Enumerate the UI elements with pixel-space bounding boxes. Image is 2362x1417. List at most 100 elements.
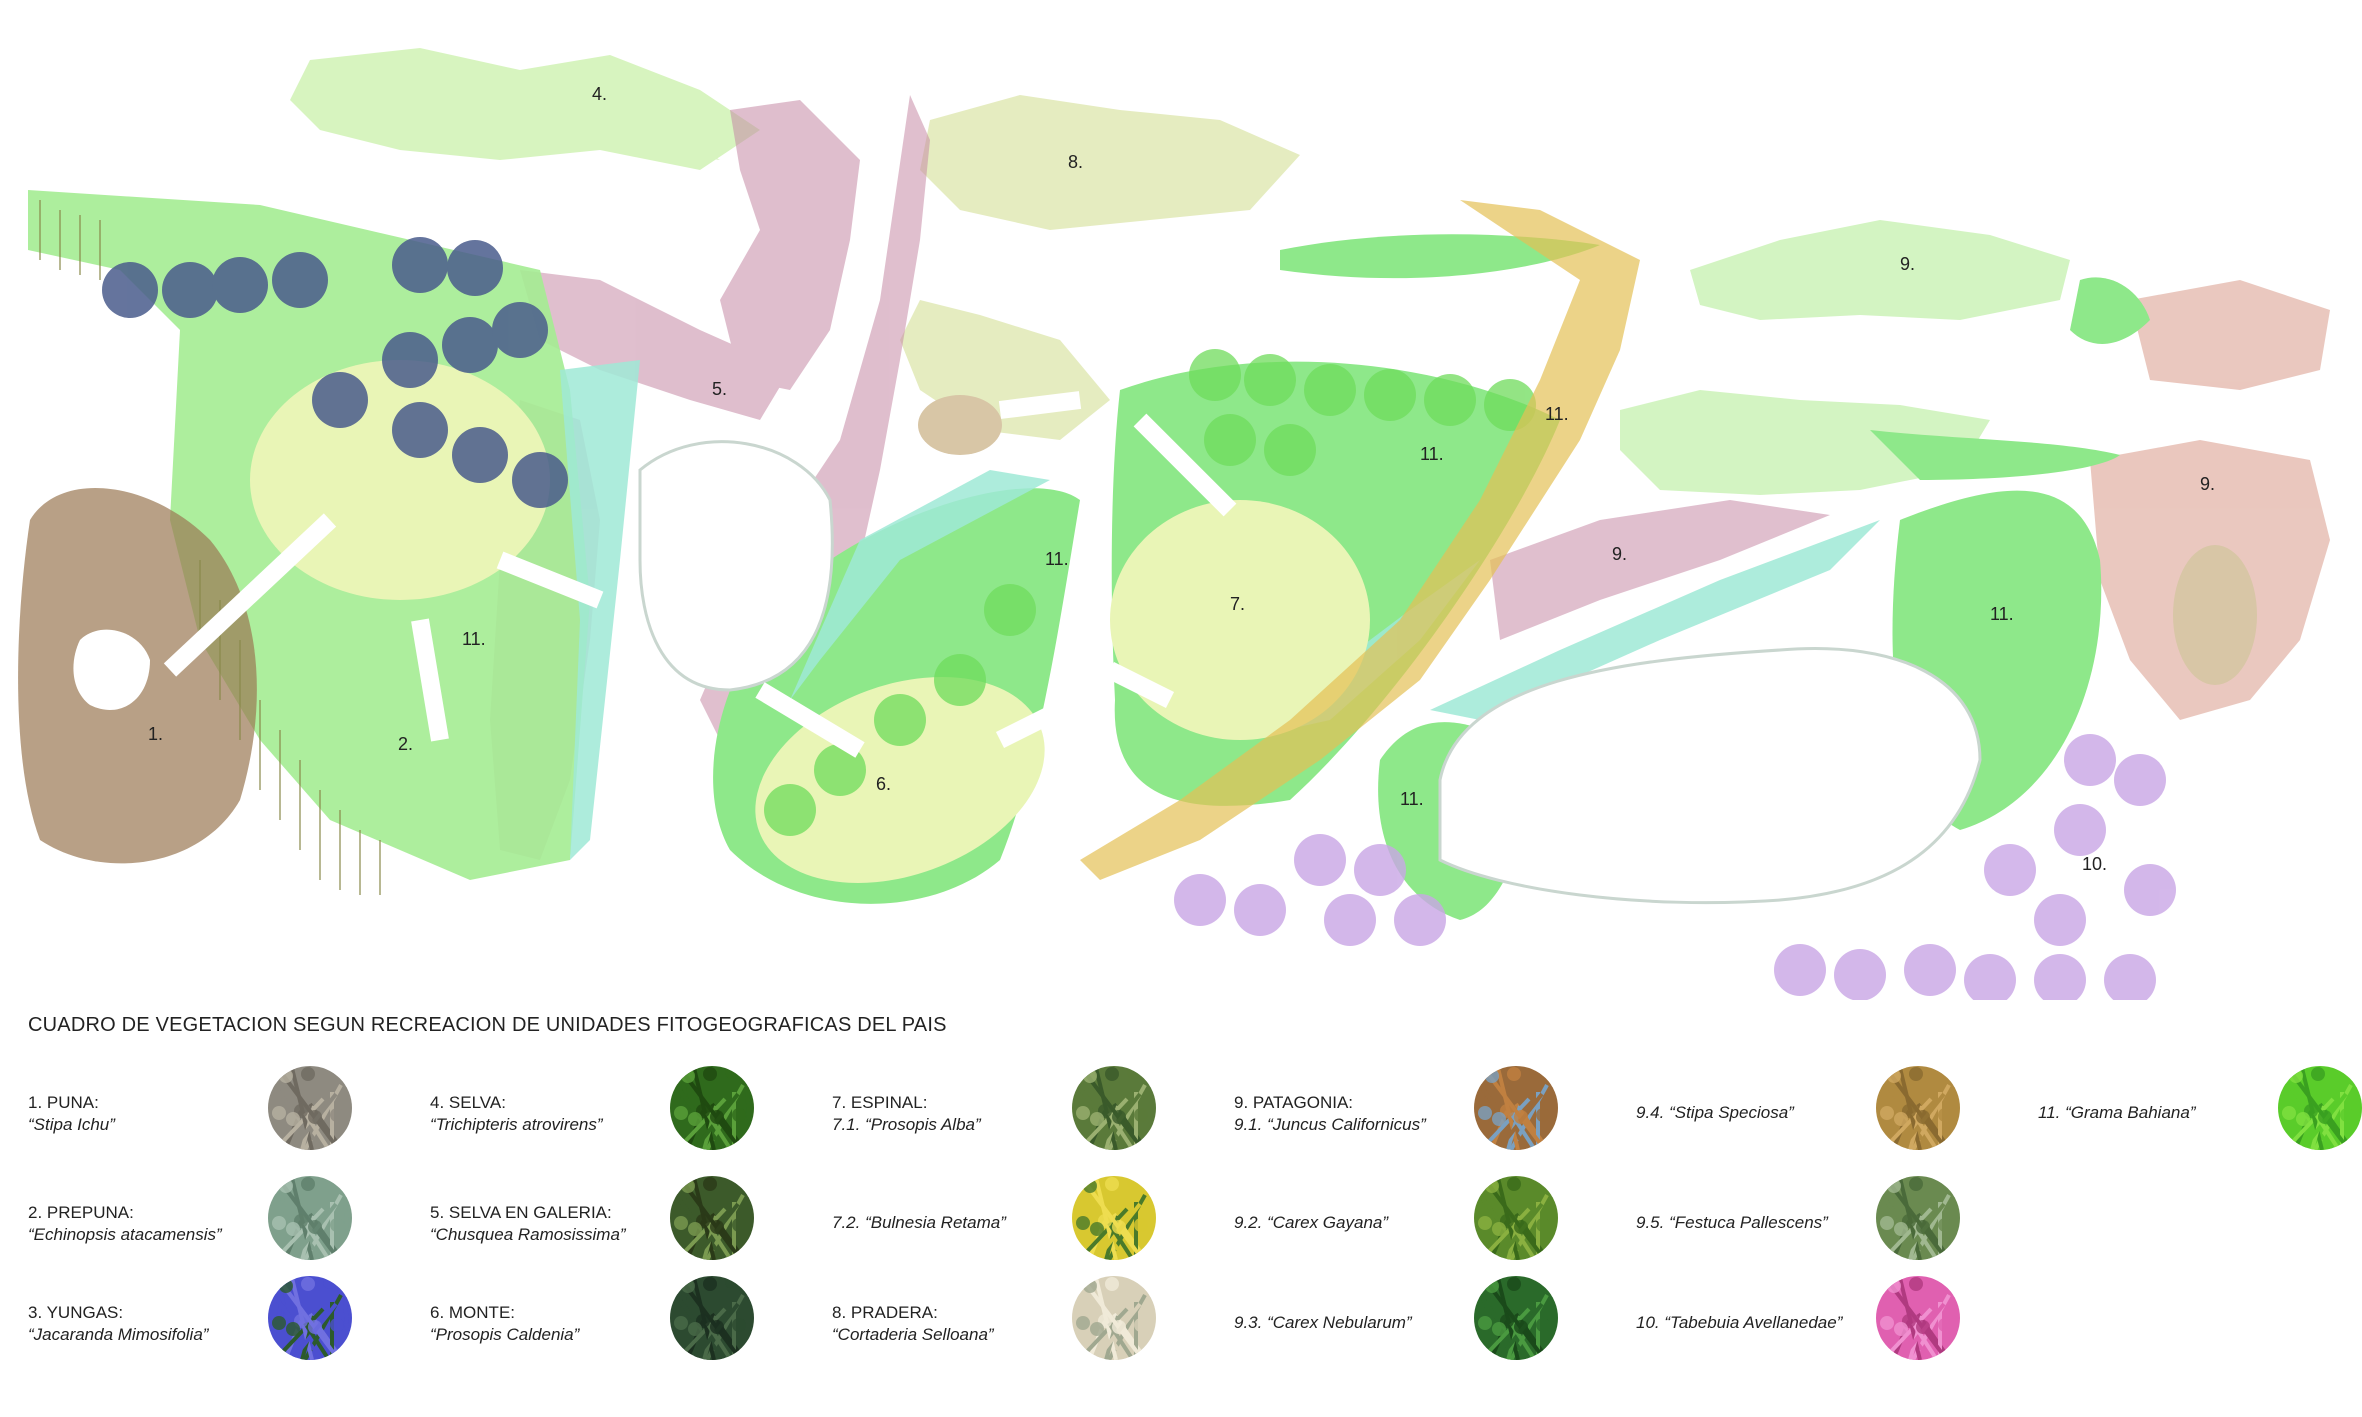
- legend-text: 6. MONTE: “Prosopis Caldenia”: [430, 1302, 670, 1346]
- legend-species: “Jacaranda Mimosifolia”: [28, 1325, 209, 1344]
- zone-label-4: 4.: [592, 84, 607, 104]
- landscape-plan: 1. 2. 4. 5. 6. 7. 8. 9. 9. 9. 10. 11. 11…: [18, 48, 2330, 1000]
- legend-item: 9.5. “Festuca Pallescens”: [1636, 1176, 1966, 1266]
- legend-unit-name: 6. MONTE:: [430, 1303, 516, 1322]
- legend-text: 11. “Grama Bahiana”: [2038, 1102, 2278, 1124]
- cortaderia-ribbon: [1080, 200, 1640, 880]
- plant-photo-blue-flowers: [268, 1276, 352, 1360]
- legend-item: 9.4. “Stipa Speciosa”: [1636, 1066, 1966, 1156]
- legend-text: 9.5. “Festuca Pallescens”: [1636, 1212, 1876, 1234]
- legend-species: “Stipa Ichu”: [28, 1115, 115, 1134]
- zone-label-11c: 11.: [1420, 444, 1444, 464]
- legend-species: 7.1. “Prosopis Alba”: [832, 1115, 981, 1134]
- plant-photo-golden-grass: [1876, 1066, 1960, 1150]
- legend-species: 7.2. “Bulnesia Retama”: [832, 1213, 1006, 1232]
- legend-title: CUADRO DE VEGETACION SEGUN RECREACION DE…: [28, 1014, 947, 1036]
- legend-text: 9.2. “Carex Gayana”: [1234, 1212, 1474, 1234]
- legend-text: 9.4. “Stipa Speciosa”: [1636, 1102, 1876, 1124]
- legend-species: “Trichipteris atrovirens”: [430, 1115, 603, 1134]
- legend-species: 9.3. “Carex Nebularum”: [1234, 1313, 1412, 1332]
- legend-species: 9.2. “Carex Gayana”: [1234, 1213, 1389, 1232]
- legend-unit-name: 8. PRADERA:: [832, 1303, 938, 1322]
- zone-label-11f: 11.: [1545, 404, 1569, 424]
- zone-label-11b: 11.: [1045, 549, 1069, 569]
- plant-photo-sedge: [1474, 1176, 1558, 1260]
- plant-photo-fern: [670, 1066, 754, 1150]
- plant-photo-tree: [1072, 1066, 1156, 1150]
- legend-species: 9.5. “Festuca Pallescens”: [1636, 1213, 1828, 1232]
- legend-text: 8. PRADERA: “Cortaderia Selloana”: [832, 1302, 1072, 1346]
- legend-text: 1. PUNA: “Stipa Ichu”: [28, 1092, 268, 1136]
- zone-label-1: 1.: [148, 724, 163, 744]
- zone-label-8: 8.: [1068, 152, 1083, 172]
- gravel-patches: [918, 395, 2257, 685]
- legend-text: 4. SELVA: “Trichipteris atrovirens”: [430, 1092, 670, 1136]
- zone-label-9a: 9.: [1900, 254, 1915, 274]
- prepuna-zone: [39, 200, 381, 895]
- plant-photo-lawn: [2278, 1066, 2362, 1150]
- legend-item: 5. SELVA EN GALERIA: “Chusquea Ramosissim…: [430, 1176, 760, 1266]
- zone-label-11d: 11.: [1400, 789, 1424, 809]
- zone-label-6: 6.: [876, 774, 891, 794]
- legend-text: 2. PREPUNA: “Echinopsis atacamensis”: [28, 1202, 268, 1246]
- tabebuia-trees: [1174, 734, 2176, 1000]
- legend-text: 5. SELVA EN GALERIA: “Chusquea Ramosissim…: [430, 1202, 670, 1246]
- legend-unit-name: 1. PUNA:: [28, 1093, 99, 1112]
- puna-clearing: [73, 629, 150, 710]
- zone-label-5: 5.: [712, 379, 727, 399]
- yungas-trees: [102, 237, 568, 508]
- legend-species: “Chusquea Ramosissima”: [430, 1225, 626, 1244]
- paths: [163, 391, 1237, 758]
- legend-unit-name: 5. SELVA EN GALERIA:: [430, 1203, 612, 1222]
- plant-photo-pink-flowers: [1876, 1276, 1960, 1360]
- zone-label-2: 2.: [398, 734, 413, 754]
- legend-text: 7.2. “Bulnesia Retama”: [832, 1212, 1072, 1234]
- legend-species: “Cortaderia Selloana”: [832, 1325, 994, 1344]
- legend-text: 9. PATAGONIA: 9.1. “Juncus Californicus”: [1234, 1092, 1474, 1136]
- zone-label-11e: 11.: [1990, 604, 2014, 624]
- zone-label-9c: 9.: [2200, 474, 2215, 494]
- legend-species: “Prosopis Caldenia”: [430, 1325, 580, 1344]
- plant-photo-bamboo: [670, 1176, 754, 1260]
- plant-photo-green-grass: [1474, 1276, 1558, 1360]
- plant-photo-fine-grass: [1876, 1176, 1960, 1260]
- legend-species: 9.4. “Stipa Speciosa”: [1636, 1103, 1794, 1122]
- legend-item: 3. YUNGAS: “Jacaranda Mimosifolia”: [28, 1276, 358, 1366]
- selva-zone: [290, 48, 760, 170]
- legend-unit-name: 4. SELVA:: [430, 1093, 506, 1112]
- legend-species: “Echinopsis atacamensis”: [28, 1225, 222, 1244]
- legend-item: 6. MONTE: “Prosopis Caldenia”: [430, 1276, 760, 1366]
- zone-label-9b: 9.: [1612, 544, 1627, 564]
- legend-unit-name: 3. YUNGAS:: [28, 1303, 124, 1322]
- legend-species: 10. “Tabebuia Avellanedae”: [1636, 1313, 1843, 1332]
- legend-text: 3. YUNGAS: “Jacaranda Mimosifolia”: [28, 1302, 268, 1346]
- legend-item: 7. ESPINAL: 7.1. “Prosopis Alba”: [832, 1066, 1162, 1156]
- patagonia-green-zone: [1620, 220, 2070, 495]
- plant-photo-rushes: [1474, 1066, 1558, 1150]
- legend-item: 8. PRADERA: “Cortaderia Selloana”: [832, 1276, 1162, 1366]
- legend-species: 9.1. “Juncus Californicus”: [1234, 1115, 1426, 1134]
- plazas: [638, 440, 1982, 905]
- legend-text: 10. “Tabebuia Avellanedae”: [1636, 1312, 1876, 1334]
- plant-photo-yellow-flowers: [1072, 1176, 1156, 1260]
- zone-label-7: 7.: [1230, 594, 1245, 614]
- legend-item: 9. PATAGONIA: 9.1. “Juncus Californicus”: [1234, 1066, 1564, 1156]
- legend-species: 11. “Grama Bahiana”: [2038, 1103, 2196, 1122]
- legend-item: 9.3. “Carex Nebularum”: [1234, 1276, 1564, 1366]
- legend-item: 4. SELVA: “Trichipteris atrovirens”: [430, 1066, 760, 1156]
- zone-label-11a: 11.: [462, 629, 486, 649]
- legend-item: 2. PREPUNA: “Echinopsis atacamensis”: [28, 1176, 358, 1266]
- plant-photo-pampas-grass: [1072, 1276, 1156, 1360]
- legend-item: 11. “Grama Bahiana”: [2038, 1066, 2362, 1156]
- monte-trees: [764, 349, 1536, 836]
- legend-unit-name: 2. PREPUNA:: [28, 1203, 134, 1222]
- legend-item: 7.2. “Bulnesia Retama”: [832, 1176, 1162, 1266]
- legend-unit-name: 9. PATAGONIA:: [1234, 1093, 1354, 1112]
- plant-photo-cactus: [268, 1176, 352, 1260]
- plant-photo-dry-grass: [268, 1066, 352, 1150]
- legend-item: 10. “Tabebuia Avellanedae”: [1636, 1276, 1966, 1366]
- legend-text: 7. ESPINAL: 7.1. “Prosopis Alba”: [832, 1092, 1072, 1136]
- legend-unit-name: 7. ESPINAL:: [832, 1093, 928, 1112]
- legend-item: 9.2. “Carex Gayana”: [1234, 1176, 1564, 1266]
- legend-item: 1. PUNA: “Stipa Ichu”: [28, 1066, 358, 1156]
